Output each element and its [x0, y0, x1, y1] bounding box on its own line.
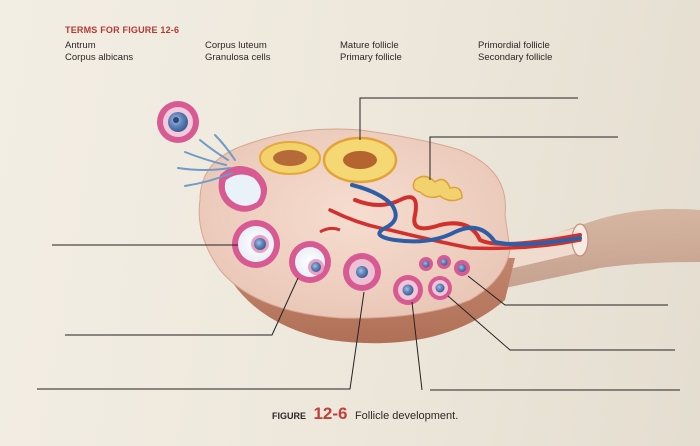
early-antral-follicle [343, 253, 381, 291]
figure-caption: FIGURE 12-6 Follicle development. [272, 404, 458, 424]
corpus-albicans [412, 175, 463, 202]
primordial-follicles [419, 255, 470, 276]
term-secondary-follicle: Secondary follicle [478, 52, 553, 63]
ovulation-follicle [177, 134, 268, 212]
leader-line-4 [65, 277, 299, 336]
term-mature-follicle: Mature follicle [340, 40, 399, 51]
released-oocyte [157, 101, 199, 143]
caption-number: 12-6 [313, 404, 348, 423]
term-corpus-luteum: Corpus luteum [205, 40, 267, 51]
ovary-tissue [198, 128, 511, 319]
leader-line-7 [411, 301, 423, 391]
terms-title: TERMS FOR FIGURE 12-6 [65, 25, 180, 35]
blood-vessels [319, 183, 582, 251]
leader-line-1 [359, 97, 578, 140]
primary-follicle [393, 275, 423, 305]
caption-prefix: FIGURE [272, 411, 307, 421]
leader-line-8 [447, 295, 675, 351]
leader-line-2 [429, 136, 618, 180]
small-follicle [428, 276, 452, 300]
term-primordial-follicle: Primordial follicle [478, 40, 550, 51]
label-lines [37, 97, 680, 391]
mature-follicle [232, 220, 280, 268]
corpus-luteum [259, 141, 321, 175]
leader-line-9 [467, 275, 668, 306]
corpus-luteum-large [322, 136, 398, 184]
term-granulosa-cells: Granulosa cells [205, 52, 271, 63]
caption-text: Follicle development. [354, 410, 459, 422]
term-corpus-albicans: Corpus albicans [65, 52, 134, 63]
leader-line-5 [37, 291, 365, 390]
term-antrum: Antrum [65, 40, 96, 51]
term-primary-follicle: Primary follicle [340, 52, 402, 63]
secondary-follicle [289, 241, 331, 283]
